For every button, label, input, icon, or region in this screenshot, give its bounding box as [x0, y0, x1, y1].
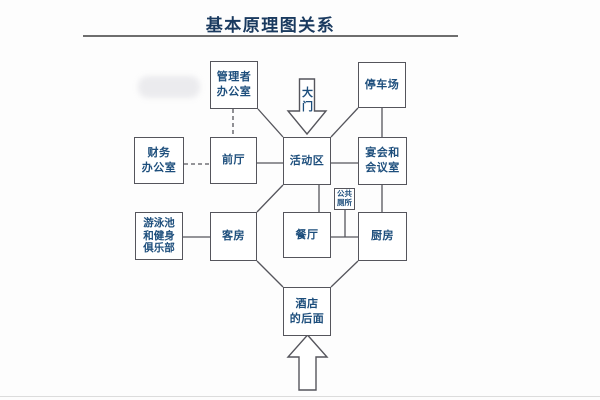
rear-entrance-arrow-icon: [286, 333, 329, 391]
node-public-restroom: 公共 厕所: [334, 188, 355, 210]
edge-kitchen-hotelback: [330, 260, 359, 288]
gate-char-2: 门: [302, 99, 313, 113]
node-hotel-back: 酒店 的后面: [283, 287, 331, 336]
node-manager-office: 管理者 办公室: [210, 61, 258, 109]
node-pool-fitness-club: 游泳池 和健身 俱乐部: [135, 212, 183, 260]
page-title: 基本原理图关系: [205, 16, 336, 36]
main-gate-arrow-icon: [286, 78, 328, 136]
edge-manager-activity: [257, 108, 284, 138]
edge-activity-guestrooms: [256, 184, 284, 213]
title-underline: [83, 35, 458, 37]
edge-parking-activity: [330, 107, 359, 138]
node-finance-office: 财务 办公室: [134, 137, 184, 184]
node-front-hall: 前厅: [210, 137, 257, 184]
gate-char-1: 大: [302, 86, 313, 99]
node-activity-area: 活动区: [283, 137, 331, 185]
node-restaurant: 餐厅: [283, 212, 331, 258]
node-parking: 停车场: [358, 62, 406, 108]
page-bottom-edge: [0, 396, 600, 397]
scan-smudge: [138, 76, 200, 98]
node-kitchen: 厨房: [358, 212, 407, 261]
edge-guestrooms-hotelback: [256, 260, 284, 288]
main-gate-label: 大 门: [300, 86, 315, 114]
node-guest-rooms: 客房: [210, 212, 257, 261]
node-banquet-conference: 宴会和 会议室: [358, 137, 407, 185]
